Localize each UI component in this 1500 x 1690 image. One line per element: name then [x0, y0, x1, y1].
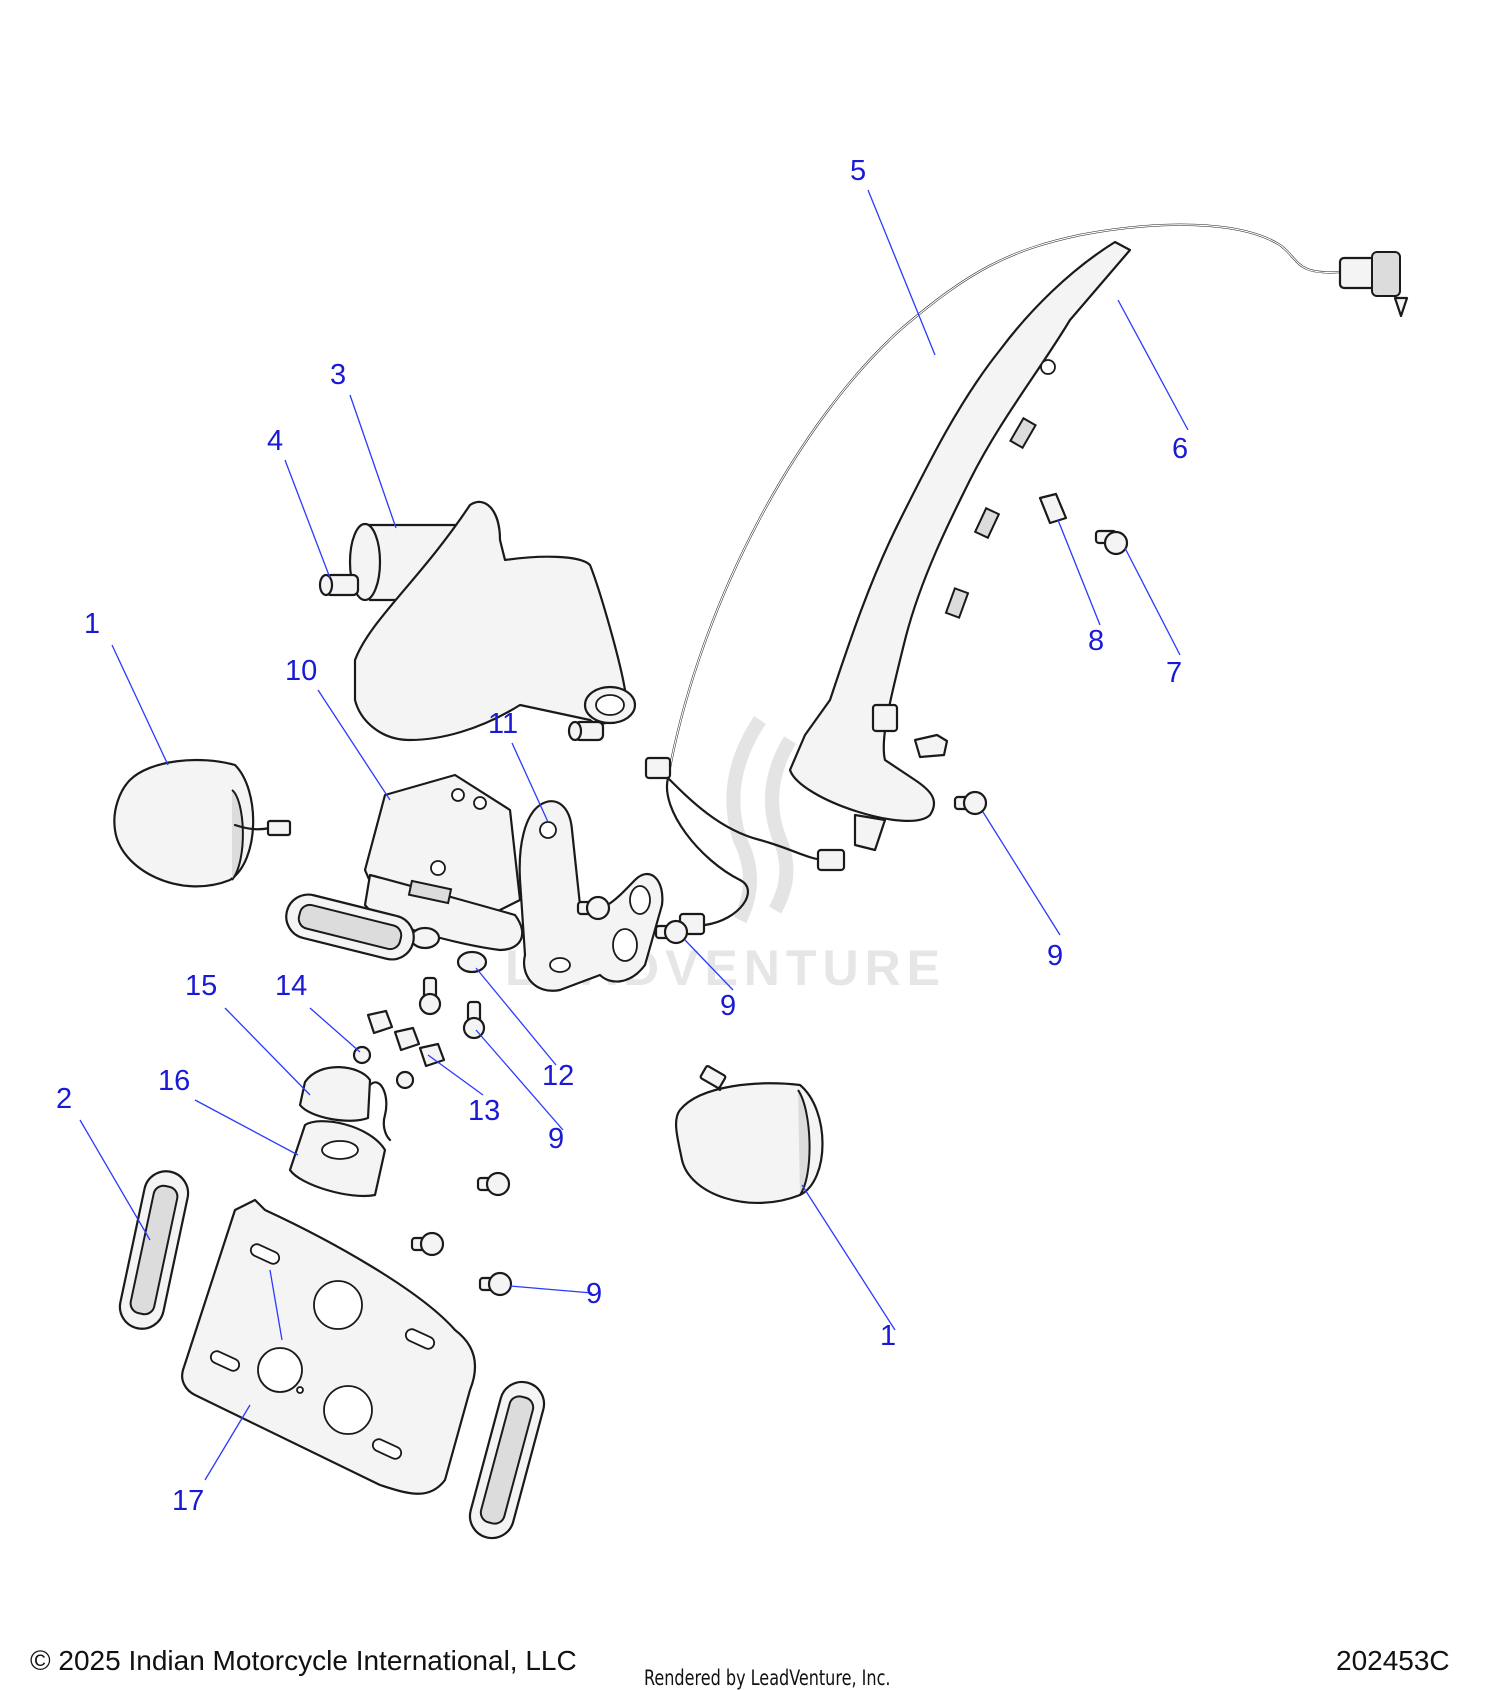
watermark-flame-icon: [726, 716, 797, 924]
callout-5: 5: [850, 155, 866, 187]
part-13-clips: [366, 1009, 446, 1068]
callout-15: 15: [185, 970, 217, 1002]
callout-11: 11: [488, 708, 518, 740]
callout-14: 14: [275, 970, 307, 1002]
part-10-light-housing: [363, 773, 524, 952]
part-6-frame-bracket: [788, 240, 1132, 852]
part-2-reflector-right: [468, 1380, 546, 1540]
diagram-id: 202453C: [1336, 1645, 1450, 1676]
part-17-license-plate-bracket: [181, 1198, 477, 1495]
callout-6: 6: [1172, 433, 1188, 465]
callout-1-left: 1: [84, 608, 100, 640]
part-4-bolt: [318, 573, 360, 597]
callout-17: 17: [172, 1485, 204, 1517]
callout-4: 4: [267, 425, 283, 457]
part-16-lamp-bezel: [288, 1120, 387, 1198]
callout-1-right: 1: [880, 1320, 896, 1352]
callout-13: 13: [468, 1095, 500, 1127]
part-9-screw-b: [654, 919, 689, 945]
callout-9-lower: 9: [548, 1123, 564, 1155]
bolt-upper: [567, 720, 605, 742]
copyright-text: © 2025 Indian Motorcycle International, …: [30, 1645, 577, 1676]
leader-lines: [79, 189, 1189, 1481]
callout-9-mid: 9: [720, 990, 736, 1022]
part-2-reflector-left: [118, 1170, 190, 1330]
rendered-by-text: Rendered by LeadVenture, Inc.: [644, 1666, 891, 1690]
part-1-turn-signal-left: [113, 758, 292, 888]
callout-9-right: 9: [1047, 940, 1063, 972]
callout-8: 8: [1088, 625, 1104, 657]
part-8-clip-nut: [1038, 492, 1068, 525]
part-7-screw: [1094, 529, 1129, 556]
callout-labels: 1 1 2 3 4 5 6 7 8 9 9 9 9 10 11 12 13 14…: [56, 155, 1188, 1517]
callout-10: 10: [285, 655, 317, 687]
part-9-screw-lower: [410, 1171, 513, 1297]
callout-12: 12: [542, 1060, 574, 1092]
part-3-tail-fairing: [348, 500, 637, 742]
side-reflector-upper: [285, 893, 415, 961]
part-11-mounting-bracket: [518, 800, 664, 992]
part-15-license-lamp: [298, 1066, 392, 1142]
part-5-wiring-harness: [644, 223, 1409, 936]
callout-2: 2: [56, 1083, 72, 1115]
callout-7: 7: [1166, 657, 1182, 689]
part-9-screw-d: [418, 976, 486, 1040]
part-9-screw-a: [576, 895, 611, 921]
callout-3: 3: [330, 359, 346, 391]
callout-16: 16: [158, 1065, 190, 1097]
part-9-screw-c: [953, 790, 988, 816]
callout-9-bottom: 9: [586, 1278, 602, 1310]
part-1-turn-signal-right: [674, 1065, 824, 1204]
